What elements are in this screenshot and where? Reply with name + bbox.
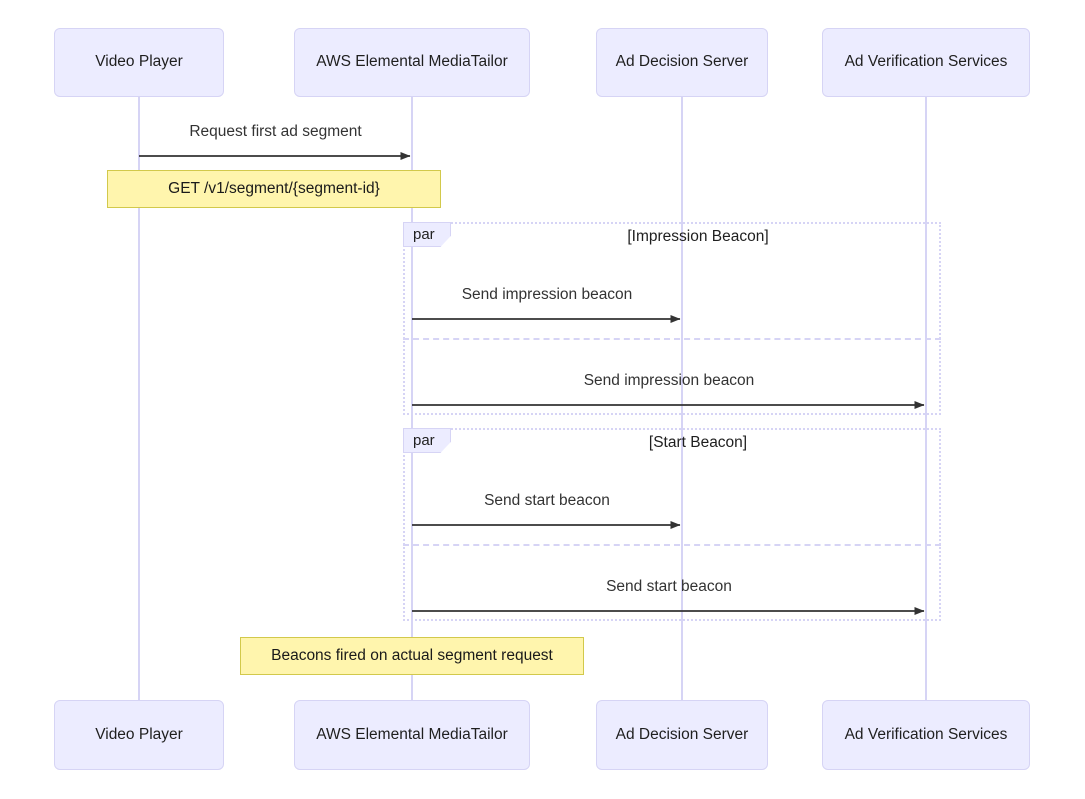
participant-box-video-player-bottom[interactable]: Video Player: [54, 700, 224, 770]
message-label-msg-send-impression-beacon-avs: Send impression beacon: [583, 372, 755, 389]
message-label-msg-send-impression-beacon-ads: Send impression beacon: [461, 286, 633, 303]
par-fragment-frame-par-impression-beacon: [403, 222, 941, 415]
participant-label-ad-decision-server: Ad Decision Server: [615, 725, 749, 743]
note-text: GET /v1/segment/{segment-id}: [168, 180, 380, 197]
participant-label-mediatailor: AWS Elemental MediaTailor: [316, 53, 508, 71]
par-keyword-label: par: [413, 226, 435, 243]
par-condition-label-par-impression-beacon: [Impression Beacon]: [627, 228, 769, 245]
note-note-beacons-fired: Beacons fired on actual segment request: [240, 637, 584, 675]
participant-label-ad-verification-services: Ad Verification Services: [844, 725, 1008, 743]
message-label-msg-request-first-ad-segment: Request first ad segment: [189, 123, 362, 140]
message-arrows-group: [139, 152, 925, 615]
participant-label-video-player: Video Player: [95, 725, 183, 743]
message-label-msg-send-start-beacon-avs: Send start beacon: [606, 578, 732, 595]
participant-label-ad-decision-server: Ad Decision Server: [615, 53, 749, 71]
par-condition-label-par-start-beacon: [Start Beacon]: [648, 434, 748, 451]
participant-label-video-player: Video Player: [95, 53, 183, 71]
participant-label-ad-verification-services: Ad Verification Services: [844, 53, 1008, 71]
par-keyword-tab-par-impression-beacon: par: [403, 222, 451, 247]
par-keyword-label: par: [413, 432, 435, 449]
par-fragment-frame-par-start-beacon: [403, 428, 941, 621]
participant-box-video-player-top[interactable]: Video Player: [54, 28, 224, 97]
participant-box-ad-decision-server-top[interactable]: Ad Decision Server: [596, 28, 768, 97]
note-text: Beacons fired on actual segment request: [271, 647, 553, 664]
participant-box-mediatailor-top[interactable]: AWS Elemental MediaTailor: [294, 28, 530, 97]
par-fragment-divider-par-impression-beacon: [403, 338, 941, 340]
par-fragment-divider-par-start-beacon: [403, 544, 941, 546]
participant-box-ad-decision-server-bottom[interactable]: Ad Decision Server: [596, 700, 768, 770]
par-keyword-tab-par-start-beacon: par: [403, 428, 451, 453]
participant-box-ad-verification-services-bottom[interactable]: Ad Verification Services: [822, 700, 1030, 770]
participant-box-ad-verification-services-top[interactable]: Ad Verification Services: [822, 28, 1030, 97]
participant-box-mediatailor-bottom[interactable]: AWS Elemental MediaTailor: [294, 700, 530, 770]
participant-label-mediatailor: AWS Elemental MediaTailor: [316, 725, 508, 743]
message-label-msg-send-start-beacon-ads: Send start beacon: [484, 492, 610, 509]
note-note-get-segment: GET /v1/segment/{segment-id}: [107, 170, 441, 208]
